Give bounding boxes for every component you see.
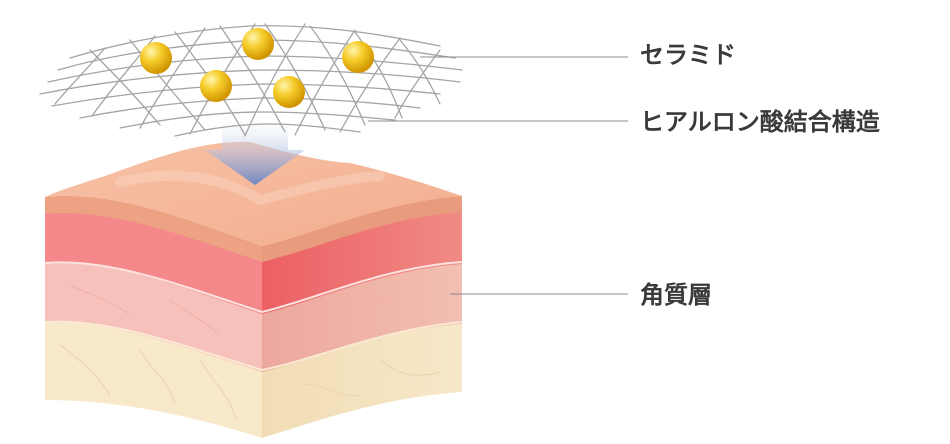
surface-highlight xyxy=(115,170,385,206)
cell-lines xyxy=(59,344,441,421)
down-arrow-icon xyxy=(205,118,305,185)
layer-line xyxy=(44,320,463,372)
pink-layer-left xyxy=(45,211,262,314)
label-hyaluronic-structure: ヒアルロン酸結合構造 xyxy=(640,108,880,136)
layer-line xyxy=(44,261,463,314)
ceramide-balls xyxy=(140,28,374,108)
top-edge-left xyxy=(45,195,262,262)
cream-layer-right xyxy=(262,322,462,438)
skin-block xyxy=(44,141,463,438)
cream-layer-left xyxy=(45,321,262,438)
top-surface xyxy=(45,141,462,246)
pink-layer-right xyxy=(262,210,462,314)
ceramide-ball-icon xyxy=(200,70,232,102)
ceramide-ball-icon xyxy=(140,42,172,74)
ceramide-ball-icon xyxy=(273,76,305,108)
cell-lines xyxy=(69,284,401,336)
light-pink-layer-right xyxy=(262,262,462,372)
leader-lines xyxy=(368,56,628,295)
hyaluronic-mesh xyxy=(39,23,463,137)
ceramide-ball-icon xyxy=(242,28,274,60)
ceramide-ball-icon xyxy=(342,41,374,73)
top-edge-right xyxy=(262,196,462,262)
label-stratum-corneum: 角質層 xyxy=(640,281,712,309)
light-pink-layer-left xyxy=(45,262,262,372)
label-ceramide: セラミド xyxy=(640,41,736,69)
